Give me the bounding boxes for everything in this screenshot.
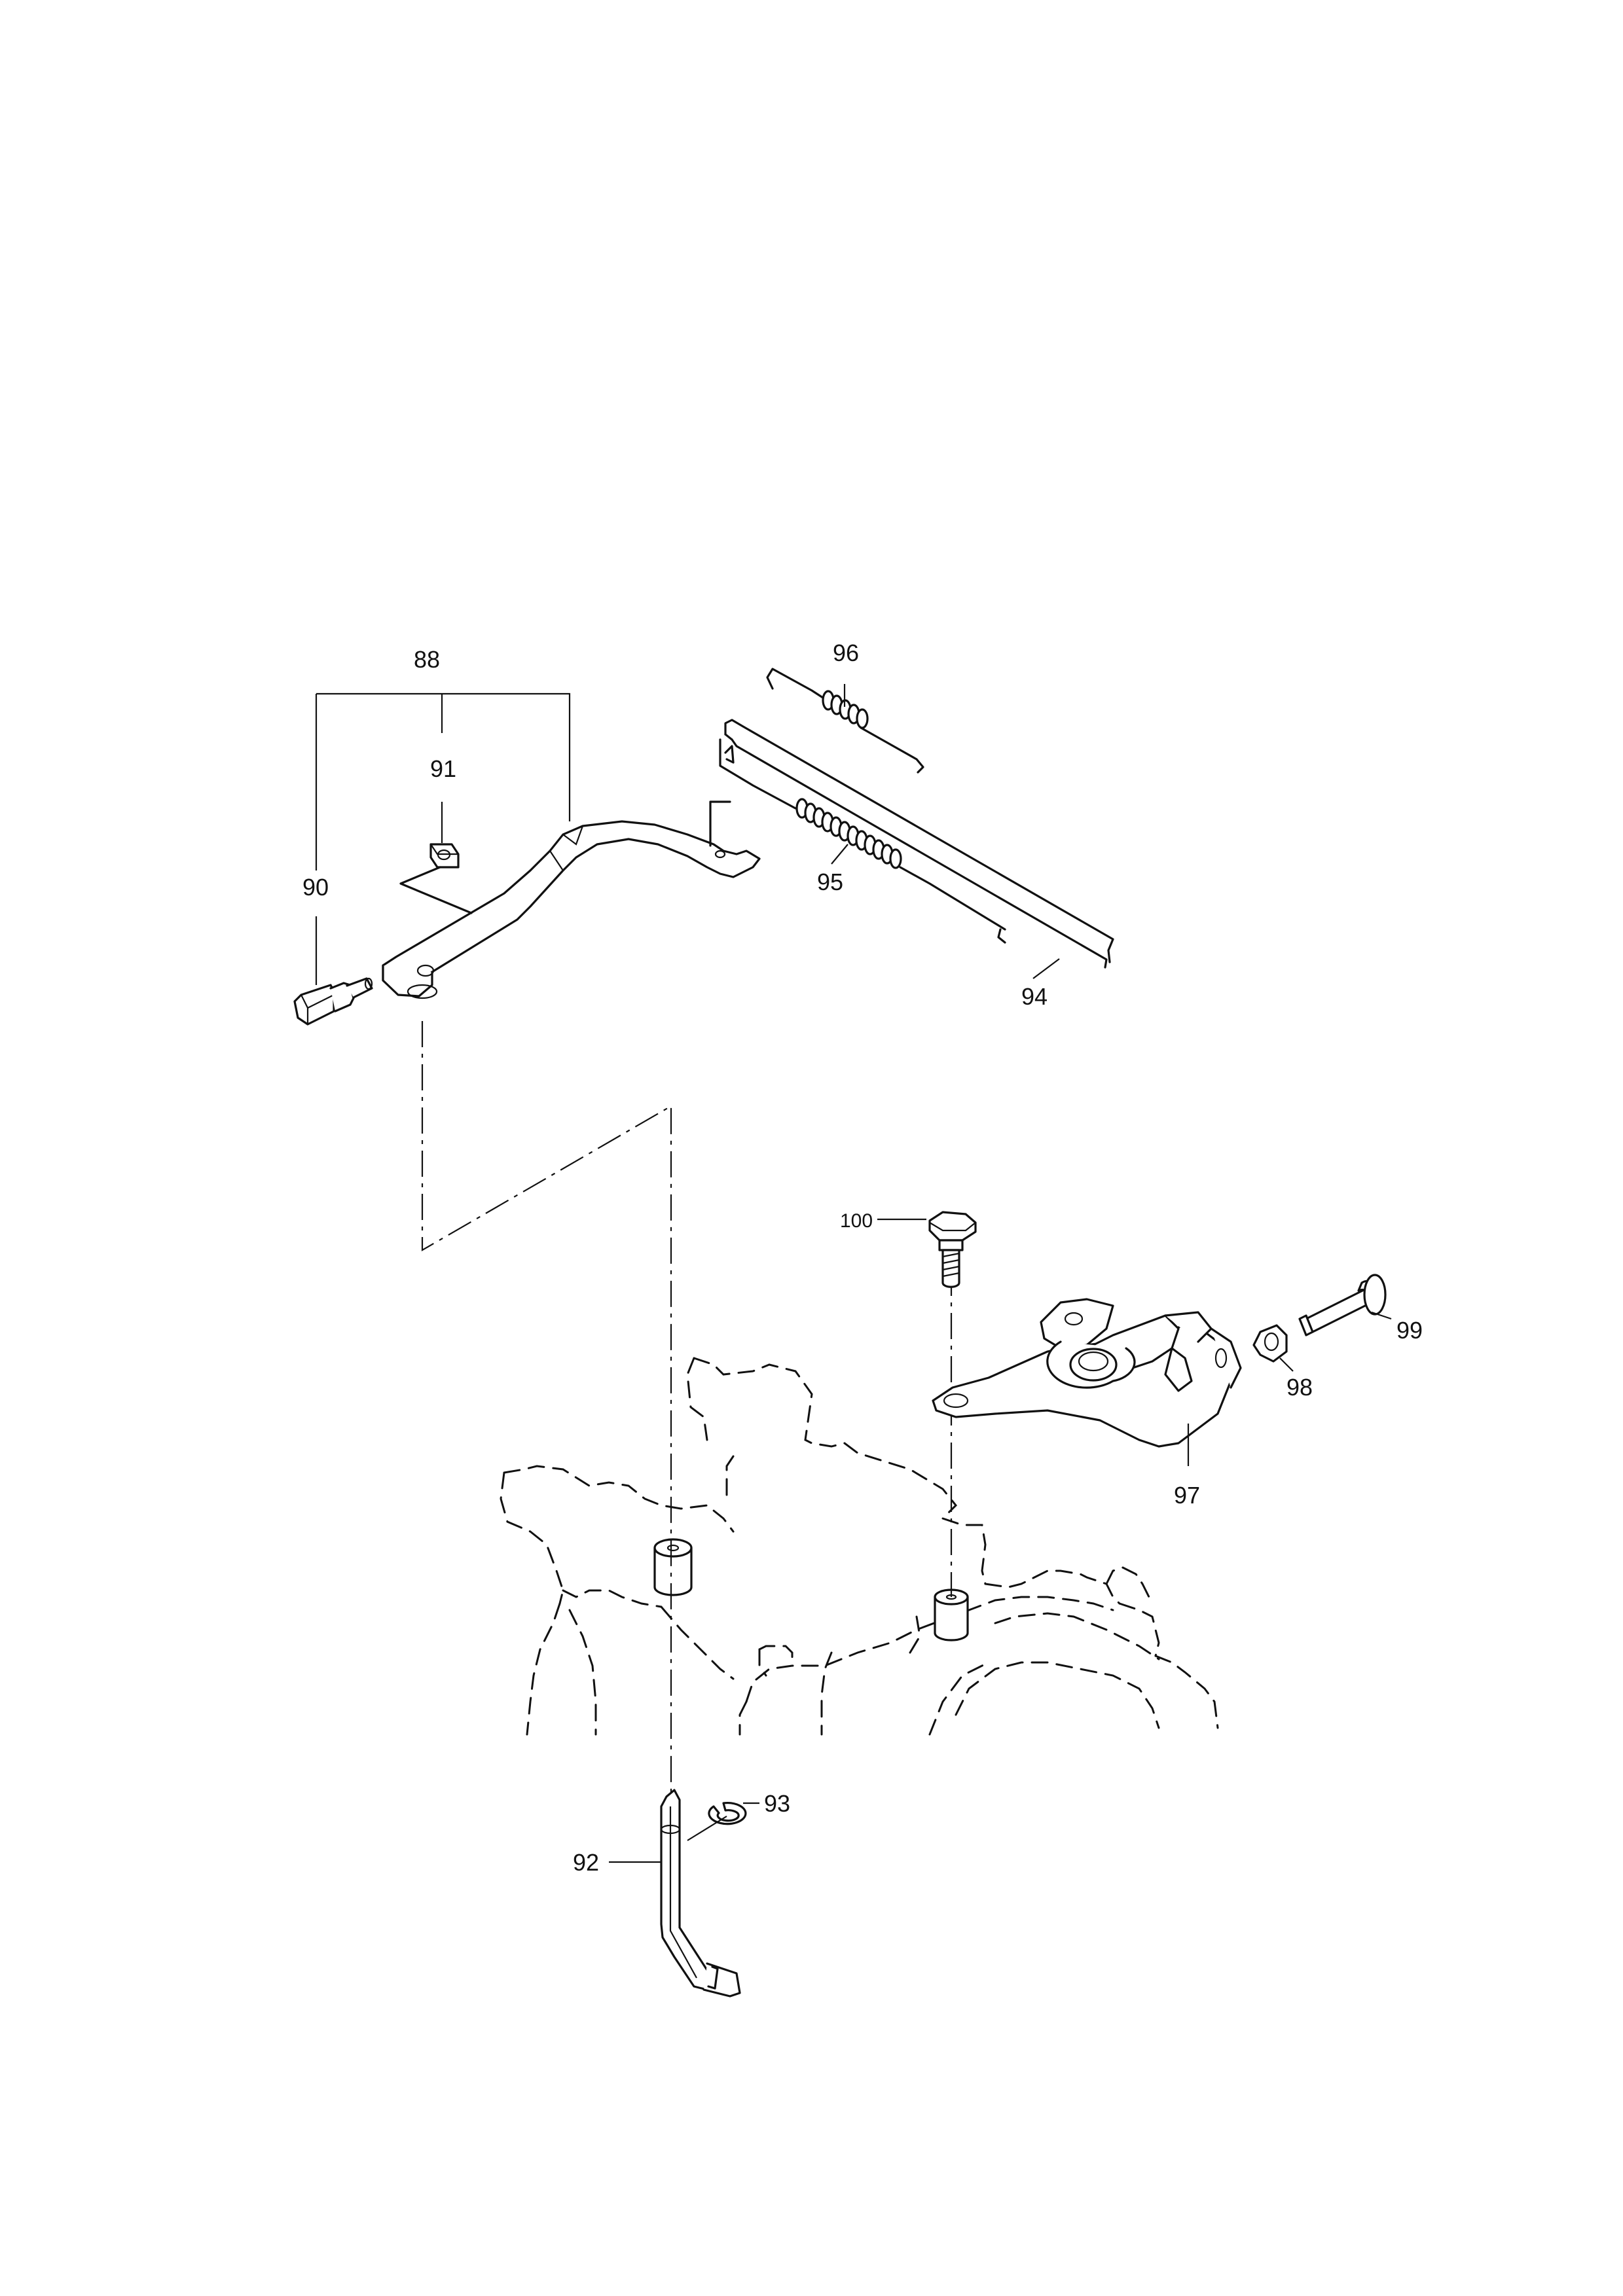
- pivot-bolt: [1298, 1274, 1387, 1336]
- callout-90: 90: [302, 874, 329, 901]
- leader-lines: [315, 684, 1392, 1863]
- callout-95: 95: [817, 869, 843, 895]
- callout-96: 96: [833, 639, 859, 666]
- spring-96-coils: [822, 690, 869, 729]
- hex-nut: [1252, 1324, 1288, 1363]
- callout-labels: 88 91 90 96 95 94 100 99 98 97 93 92: [302, 639, 1423, 1876]
- e-clip: [708, 1802, 747, 1825]
- bolt-90: [293, 977, 373, 1026]
- spring-95: [719, 738, 1006, 931]
- callout-99: 99: [1396, 1317, 1423, 1344]
- control-bracket: [932, 1298, 1242, 1448]
- callout-98: 98: [1286, 1374, 1313, 1401]
- governor-arm: [382, 800, 761, 999]
- callout-97: 97: [1174, 1482, 1200, 1509]
- governor-shaft: [660, 1789, 741, 1998]
- callout-88: 88: [414, 646, 440, 673]
- spring-95-coils: [795, 798, 902, 869]
- callout-94: 94: [1021, 983, 1048, 1010]
- engine-boss-left: [653, 1538, 693, 1596]
- engine-boss-right: [934, 1588, 969, 1641]
- callout-92: 92: [573, 1849, 599, 1876]
- engine-block-phantom: [500, 1357, 1219, 1736]
- spring-96: [766, 668, 924, 774]
- callout-93: 93: [764, 1790, 790, 1817]
- callout-91: 91: [430, 755, 456, 782]
- governor-rod: [724, 719, 1114, 969]
- square-nut: [399, 843, 473, 914]
- assembly-lines: [421, 1021, 953, 1800]
- bolt-100: [928, 1211, 977, 1288]
- callout-100: 100: [840, 1210, 873, 1232]
